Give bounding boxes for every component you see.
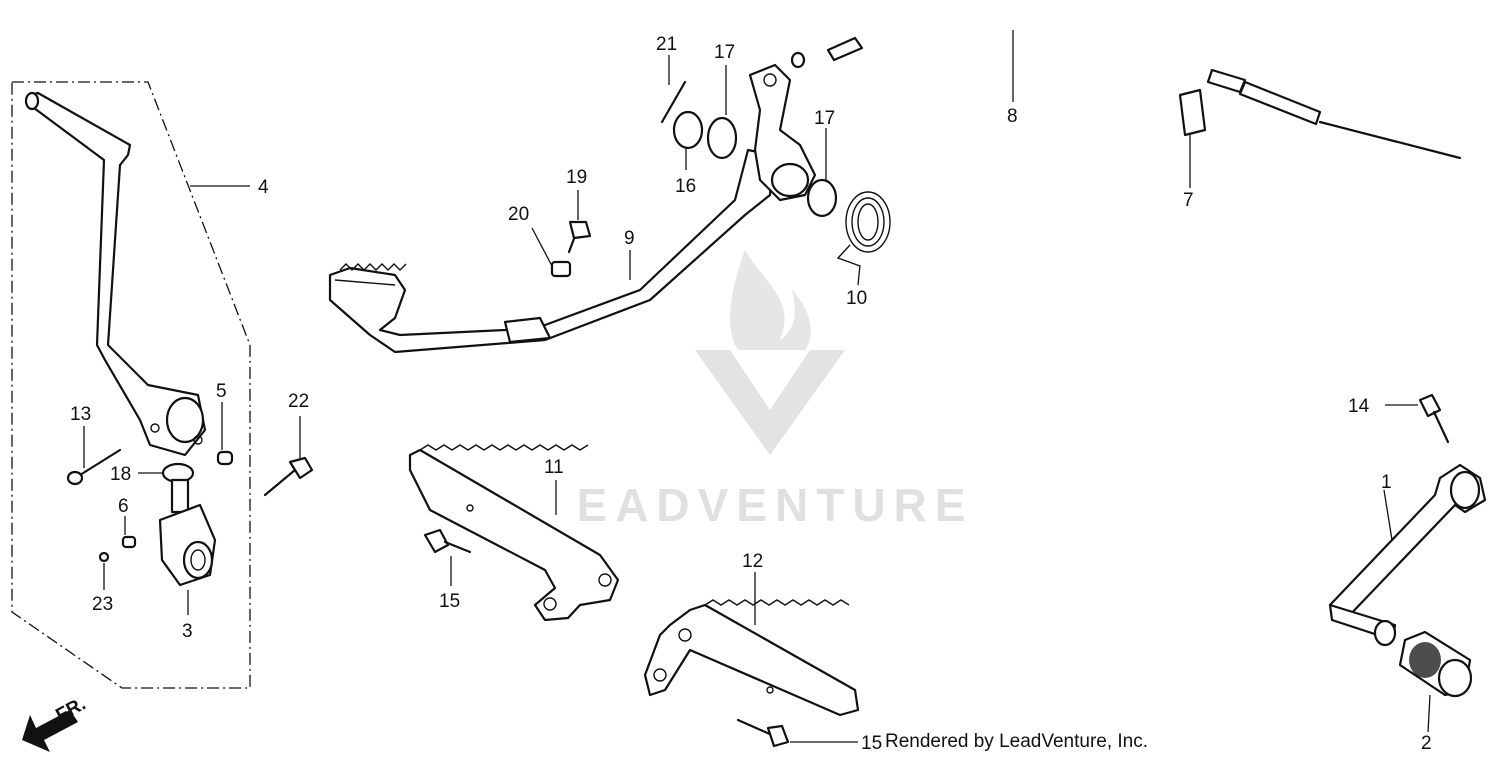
callout-7: 7 [1183, 190, 1194, 211]
watermark-text: EADVENTURE [576, 479, 974, 531]
part-9-brake-pedal[interactable] [328, 148, 774, 354]
callout-17a: 17 [714, 42, 735, 63]
part-6-screw[interactable] [121, 535, 137, 549]
part-11-footrest[interactable] [408, 444, 620, 622]
part-15-bolt-upper[interactable] [423, 528, 472, 554]
callout-4: 4 [258, 177, 269, 198]
callout-16: 16 [675, 176, 696, 197]
callout-19: 19 [566, 167, 587, 188]
part-7-cable-clip[interactable] [1178, 88, 1207, 137]
callout-21: 21 [656, 34, 677, 55]
part-2-shift-rubber[interactable] [1398, 630, 1473, 698]
callout-15b: 15 [861, 733, 882, 754]
part-5-pin[interactable] [216, 450, 234, 466]
callout-15a: 15 [439, 591, 460, 612]
render-credit: Rendered by LeadVenture, Inc. [885, 731, 1149, 752]
callout-12: 12 [742, 551, 763, 572]
part-21-cotter-pin[interactable] [660, 80, 687, 124]
callout-14: 14 [1348, 396, 1370, 417]
part-23-ball[interactable] [98, 551, 110, 563]
part-14-bolt[interactable] [1418, 393, 1450, 444]
callout-3: 3 [182, 621, 193, 642]
part-19-bolt[interactable] [567, 220, 592, 254]
part-8-brake-cable[interactable] [790, 16, 1462, 160]
leader-lines [83, 30, 1431, 743]
callout-8: 8 [1007, 106, 1018, 127]
part-13-bolt[interactable] [66, 448, 122, 486]
callout-20: 20 [508, 204, 529, 225]
callout-11: 11 [544, 457, 564, 478]
part-15-bolt-lower[interactable] [736, 718, 790, 748]
part-12-footrest[interactable] [643, 599, 860, 717]
part-1-gearshift-lever[interactable] [1328, 463, 1487, 647]
callout-9: 9 [624, 228, 635, 249]
brake-pivot-arm[interactable] [748, 63, 817, 202]
callout-2: 2 [1421, 733, 1432, 754]
callout-23: 23 [92, 594, 113, 615]
kick-starter-arm[interactable] [24, 91, 207, 457]
part-22-bolt[interactable] [263, 456, 314, 497]
part-17-washer-b[interactable] [806, 178, 838, 218]
callout-18: 18 [110, 464, 131, 485]
callout-22: 22 [288, 391, 309, 412]
front-direction-arrow: FR. [22, 694, 89, 752]
part-3-kick-spindle[interactable] [158, 478, 217, 587]
callout-1: 1 [1381, 472, 1392, 493]
part-17-washer-a[interactable] [706, 116, 738, 160]
callout-10: 10 [846, 288, 867, 309]
part-20-nut[interactable] [550, 260, 572, 278]
part-10-return-spring[interactable] [836, 191, 891, 267]
assembly-4-outline [11, 81, 251, 689]
callout-17b: 17 [814, 108, 835, 129]
callout-6: 6 [118, 496, 129, 517]
part-16-washer[interactable] [672, 110, 704, 150]
callout-5: 5 [216, 381, 227, 402]
callout-13: 13 [70, 404, 91, 425]
